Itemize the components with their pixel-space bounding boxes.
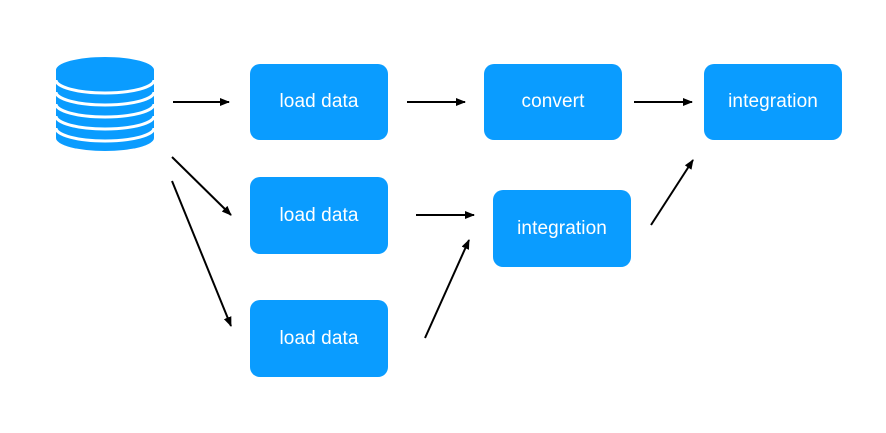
node-label: load data [279,91,359,112]
node-label: load data [279,327,359,349]
arrow-load3-to-integration [424,239,470,339]
node-label: integration [728,91,818,112]
node-load-data-2: load data [250,177,388,254]
node-label: integration [517,217,607,239]
node-convert: convert [484,64,622,140]
node-label: convert [521,91,585,112]
node-load-data-3: load data [250,300,388,377]
node-load-data-1: load data [250,64,388,140]
database-icon [54,57,156,151]
arrow-db-to-load2 [171,156,232,216]
node-integration-final: integration [704,64,842,140]
node-integration-mid: integration [493,190,631,267]
arrow-integration-to-final [650,159,694,226]
arrow-db-to-load3 [171,180,232,327]
node-label: load data [279,204,359,226]
